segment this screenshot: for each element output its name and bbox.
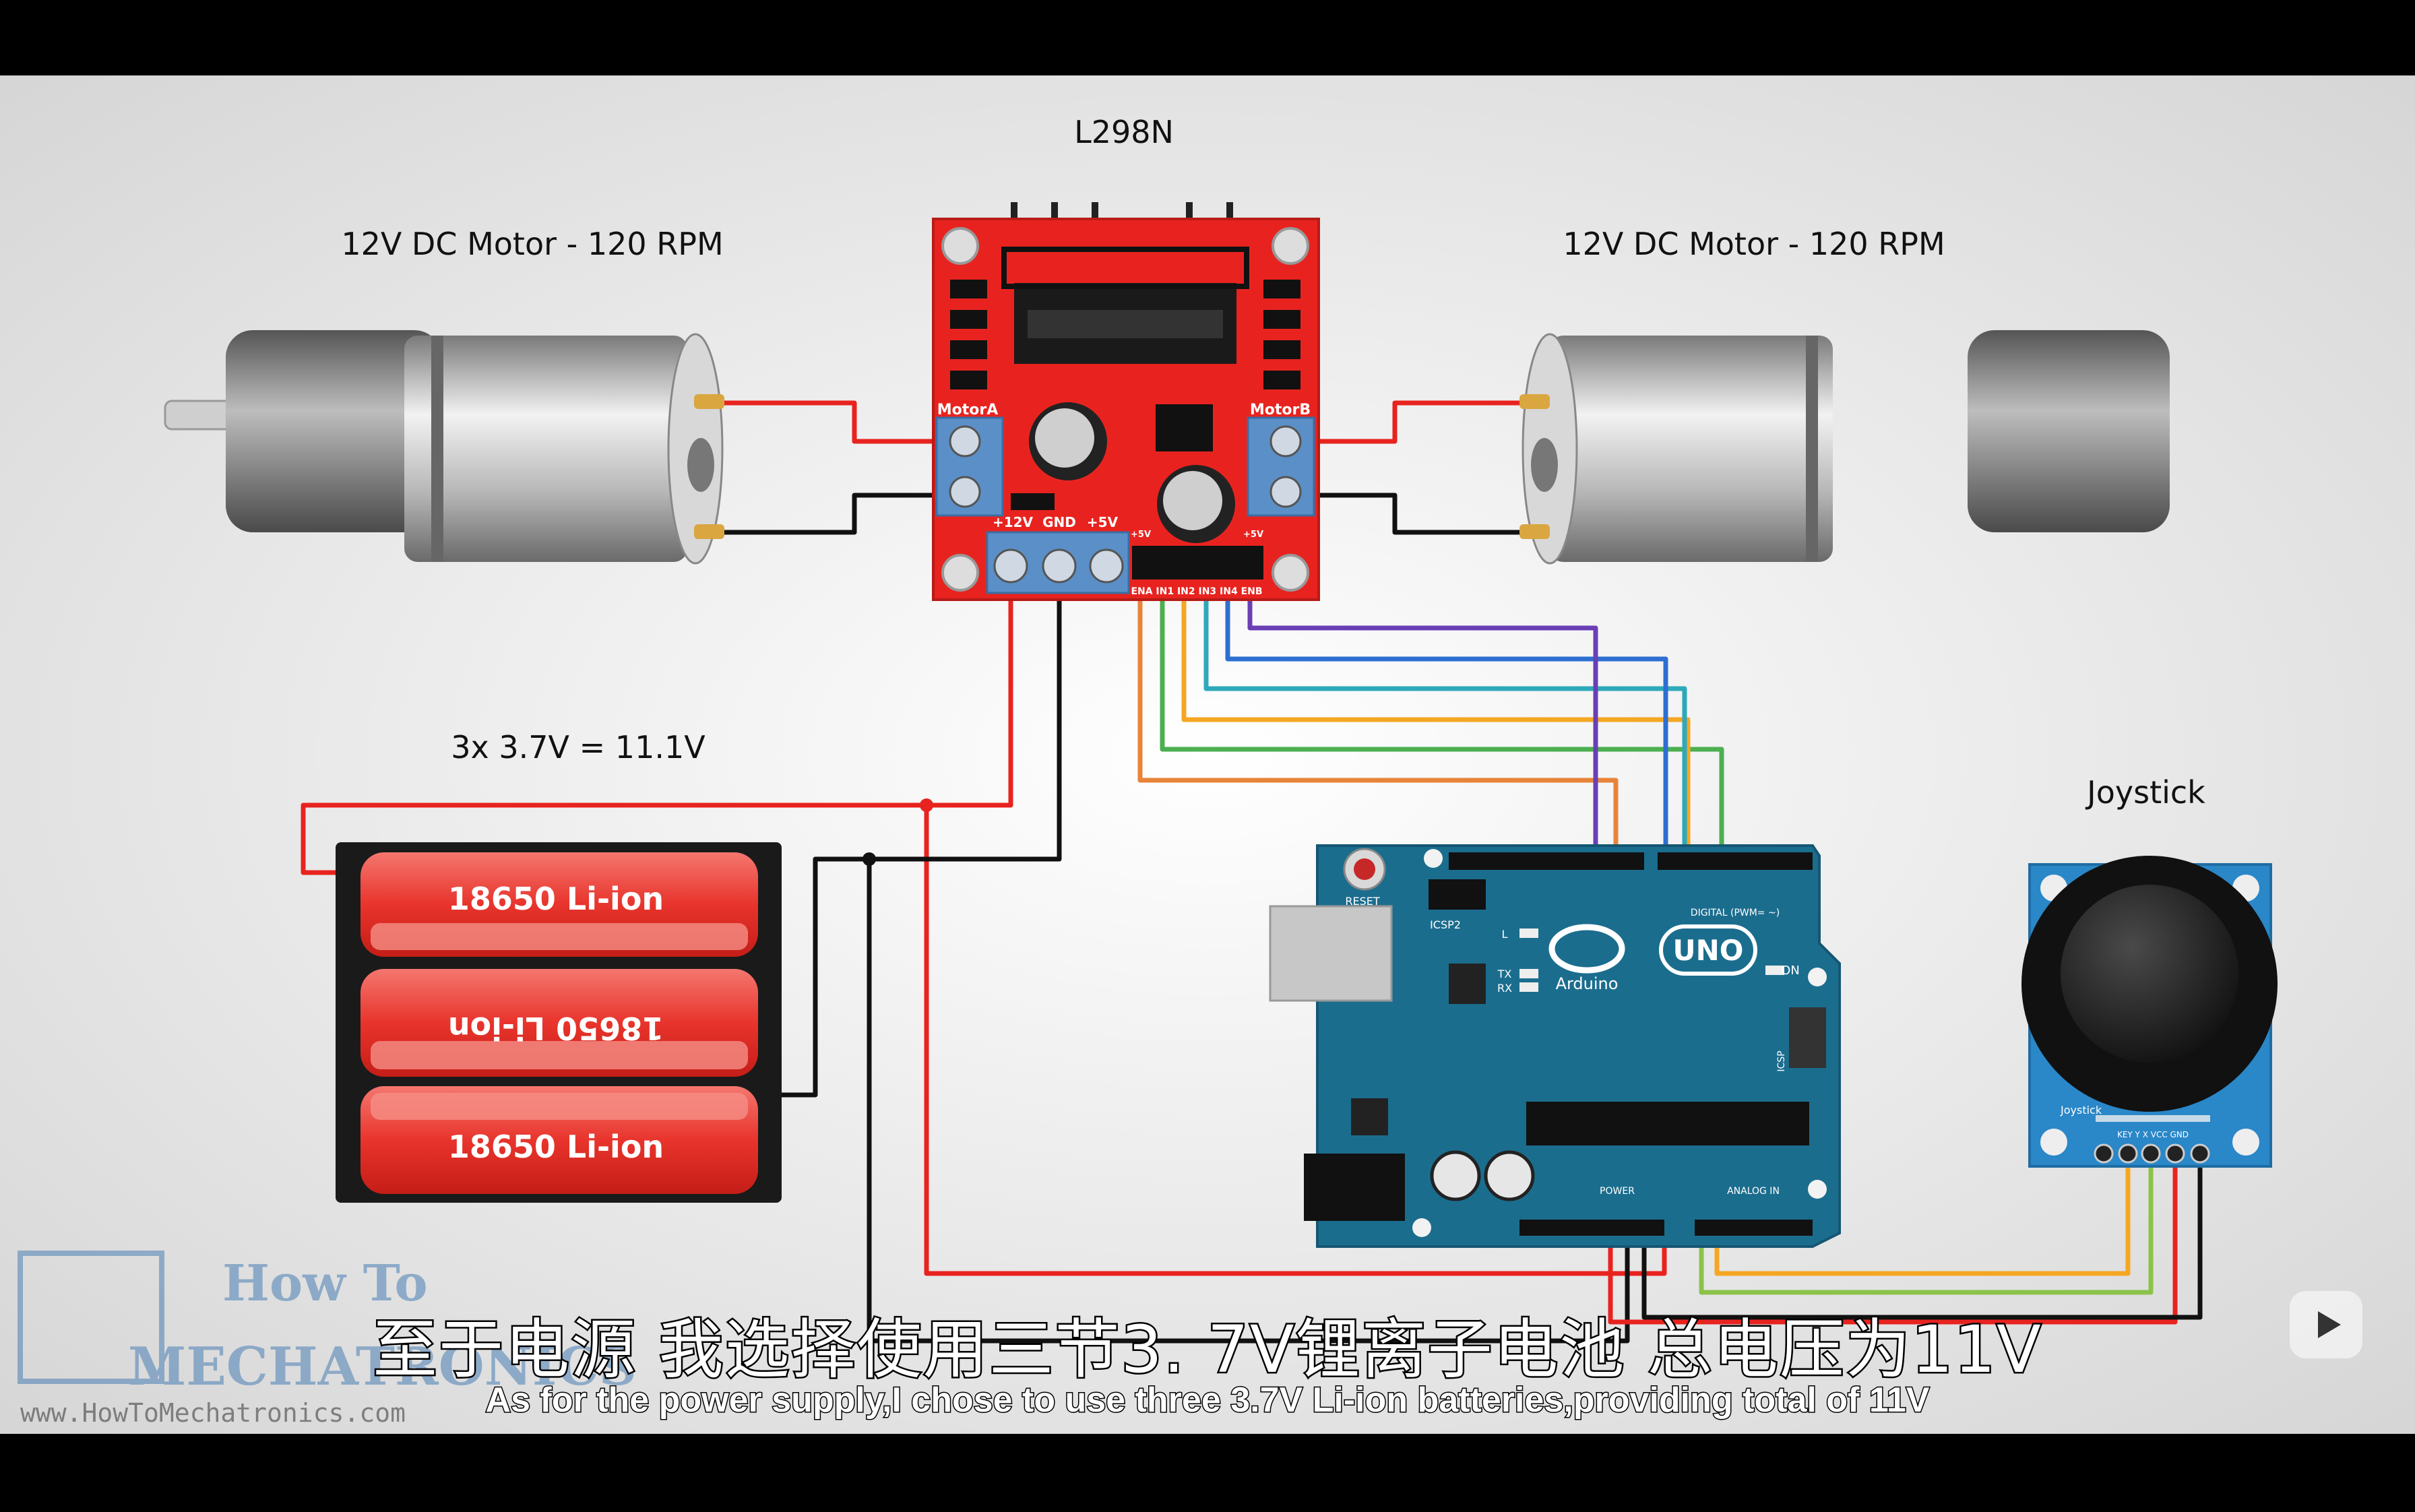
watermark: How To MECHATRONICS www.HowToMechatronic…: [18, 1251, 637, 1428]
v5-pin-label: +5V: [1087, 514, 1119, 530]
arduino-uno-board: [1269, 844, 1841, 1248]
arduino-on-label: ON: [1781, 964, 1800, 978]
joystick-pin-labels: KEY Y X VCC GND: [2117, 1130, 2189, 1139]
header-pin-labels: ENA IN1 IN2 IN3 IN4 ENB: [1131, 586, 1262, 597]
header-5v-left-label: +5V: [1131, 530, 1151, 540]
l298n-driver-board: [932, 202, 1320, 601]
motor-right: [1519, 330, 2170, 565]
arduino-digital-label: DIGITAL (PWM= ~): [1691, 908, 1780, 918]
arduino-model-label: UNO: [1673, 934, 1744, 967]
arduino-icsp2-label: ICSP2: [1430, 918, 1461, 931]
arduino-reset-label: RESET: [1345, 895, 1379, 908]
motor-a-pin-label: MotorA: [937, 402, 999, 418]
battery-cell: [360, 969, 758, 1077]
driver-label: L298N: [1074, 114, 1174, 150]
battery-voltage-label: 3x 3.7V = 11.1V: [451, 729, 705, 765]
wires: [301, 400, 2203, 1344]
motor-b-pin-label: MotorB: [1250, 402, 1311, 418]
v12-pin-label: +12V: [993, 514, 1034, 530]
arduino-power-label: POWER: [1600, 1186, 1635, 1197]
watermark-url: www.HowToMechatronics.com: [20, 1398, 406, 1428]
battery-cell: [360, 852, 758, 957]
arduino-tx-label: TX: [1497, 968, 1512, 980]
watermark-line1: How To: [222, 1255, 428, 1313]
subtitle-english: As for the power supply,I chose to use t…: [484, 1380, 1931, 1421]
battery-holder: [336, 842, 782, 1203]
battery-cell-label: 18650 Li-ion: [448, 1010, 664, 1046]
battery-cell: [360, 1086, 758, 1194]
gnd-pin-label: GND: [1042, 514, 1076, 530]
battery-cell-label: 18650 Li-ion: [448, 1129, 664, 1165]
arduino-analog-label: ANALOG IN: [1727, 1186, 1780, 1197]
play-icon[interactable]: [2290, 1291, 2362, 1358]
arduino-icsp-label: ICSP: [1776, 1050, 1787, 1071]
motor-right-label: 12V DC Motor - 120 RPM: [1563, 226, 1945, 262]
arduino-rx-label: RX: [1497, 982, 1512, 995]
subtitle-chinese: 至于电源 我选择使用三节3. 7V锂离子电池 总电压为11V: [371, 1311, 2043, 1389]
watermark-line2: MECHATRONICS: [128, 1336, 637, 1397]
battery-cell-label: 18650 Li-ion: [448, 881, 664, 917]
motor-left: [164, 330, 724, 565]
joystick-label: Joystick: [2085, 774, 2205, 811]
arduino-brand-label: Arduino: [1556, 974, 1619, 993]
header-5v-right-label: +5V: [1243, 530, 1263, 540]
joystick-board-label: Joystick: [2060, 1104, 2102, 1116]
arduino-l-label: L: [1502, 928, 1508, 941]
joystick-module: [2021, 856, 2278, 1168]
motor-left-label: 12V DC Motor - 120 RPM: [341, 226, 723, 262]
